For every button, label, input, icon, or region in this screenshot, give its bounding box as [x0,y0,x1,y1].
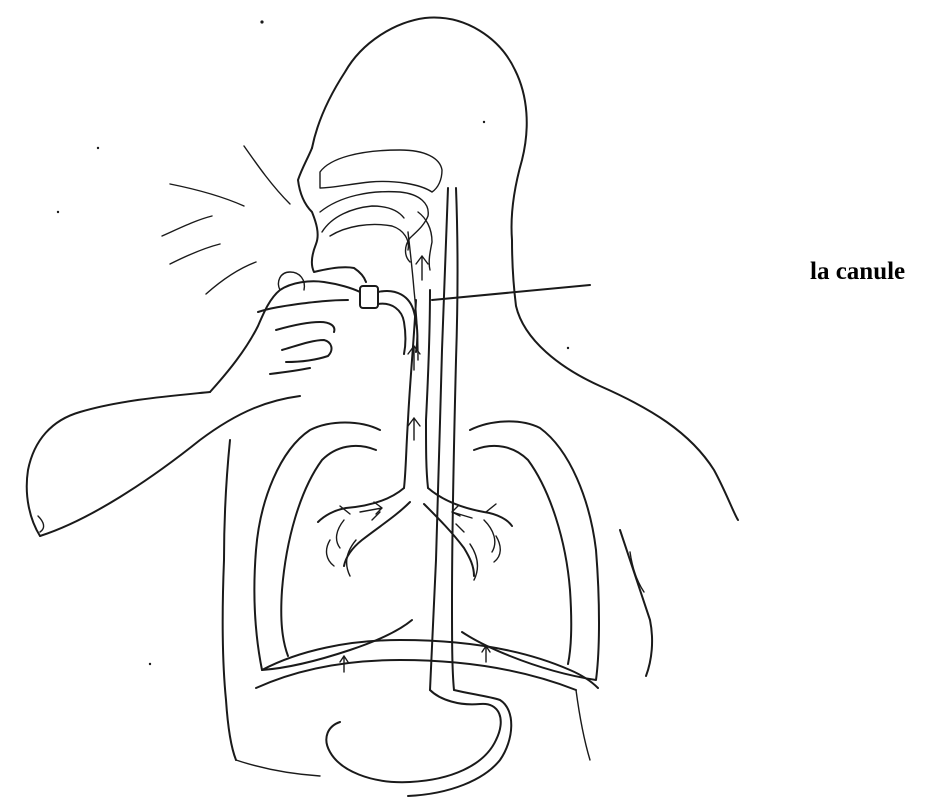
speck-2 [97,147,99,149]
lung-left-inner [281,446,376,656]
lung-right-inner [474,446,571,664]
breath-line-5 [206,262,256,294]
diaphragm-lower [256,660,576,690]
back-detail [630,552,644,592]
cannula-tube-inner [378,304,406,354]
torso-right [620,530,652,676]
lung-left-outer [254,423,412,671]
tongue [330,224,408,250]
head-outline [312,18,738,520]
stomach [326,690,500,782]
bronchus-right-lower [424,504,474,576]
face-profile [298,148,366,282]
abdomen-line-right [576,690,590,760]
trachea-right [426,290,430,488]
airflow-arrow-3 [408,418,420,440]
bronchioles-left [327,506,380,576]
abdomen-line [236,760,320,776]
speck-4 [483,121,485,123]
speck-1 [260,20,263,23]
cannula-label: la canule [810,258,905,286]
speck-6 [567,347,569,349]
lung-right-outer [462,421,599,680]
arm-detail [38,516,44,532]
airflow-arrow-1 [416,256,428,280]
thumb [278,272,304,290]
spine-channel [452,188,458,690]
hand [210,281,360,392]
diaphragm-arrow-right [482,646,490,662]
nasal-cavity [320,150,442,192]
oesophagus [430,188,448,690]
torso-left [223,440,236,760]
palate [322,206,404,232]
breath-line-1 [170,184,244,206]
cannula-tube [378,291,417,352]
speck-3 [57,211,59,213]
breath-line-2 [244,146,290,204]
speck-5 [149,663,151,665]
breath-line-4 [170,244,220,264]
breath-line-3 [162,216,212,236]
bronchus-left-lower [344,502,410,566]
cannula-pointer-line [432,285,590,300]
arm-upper [27,392,210,536]
cannula-mouthpiece [360,286,378,308]
oral-cavity [320,192,428,262]
